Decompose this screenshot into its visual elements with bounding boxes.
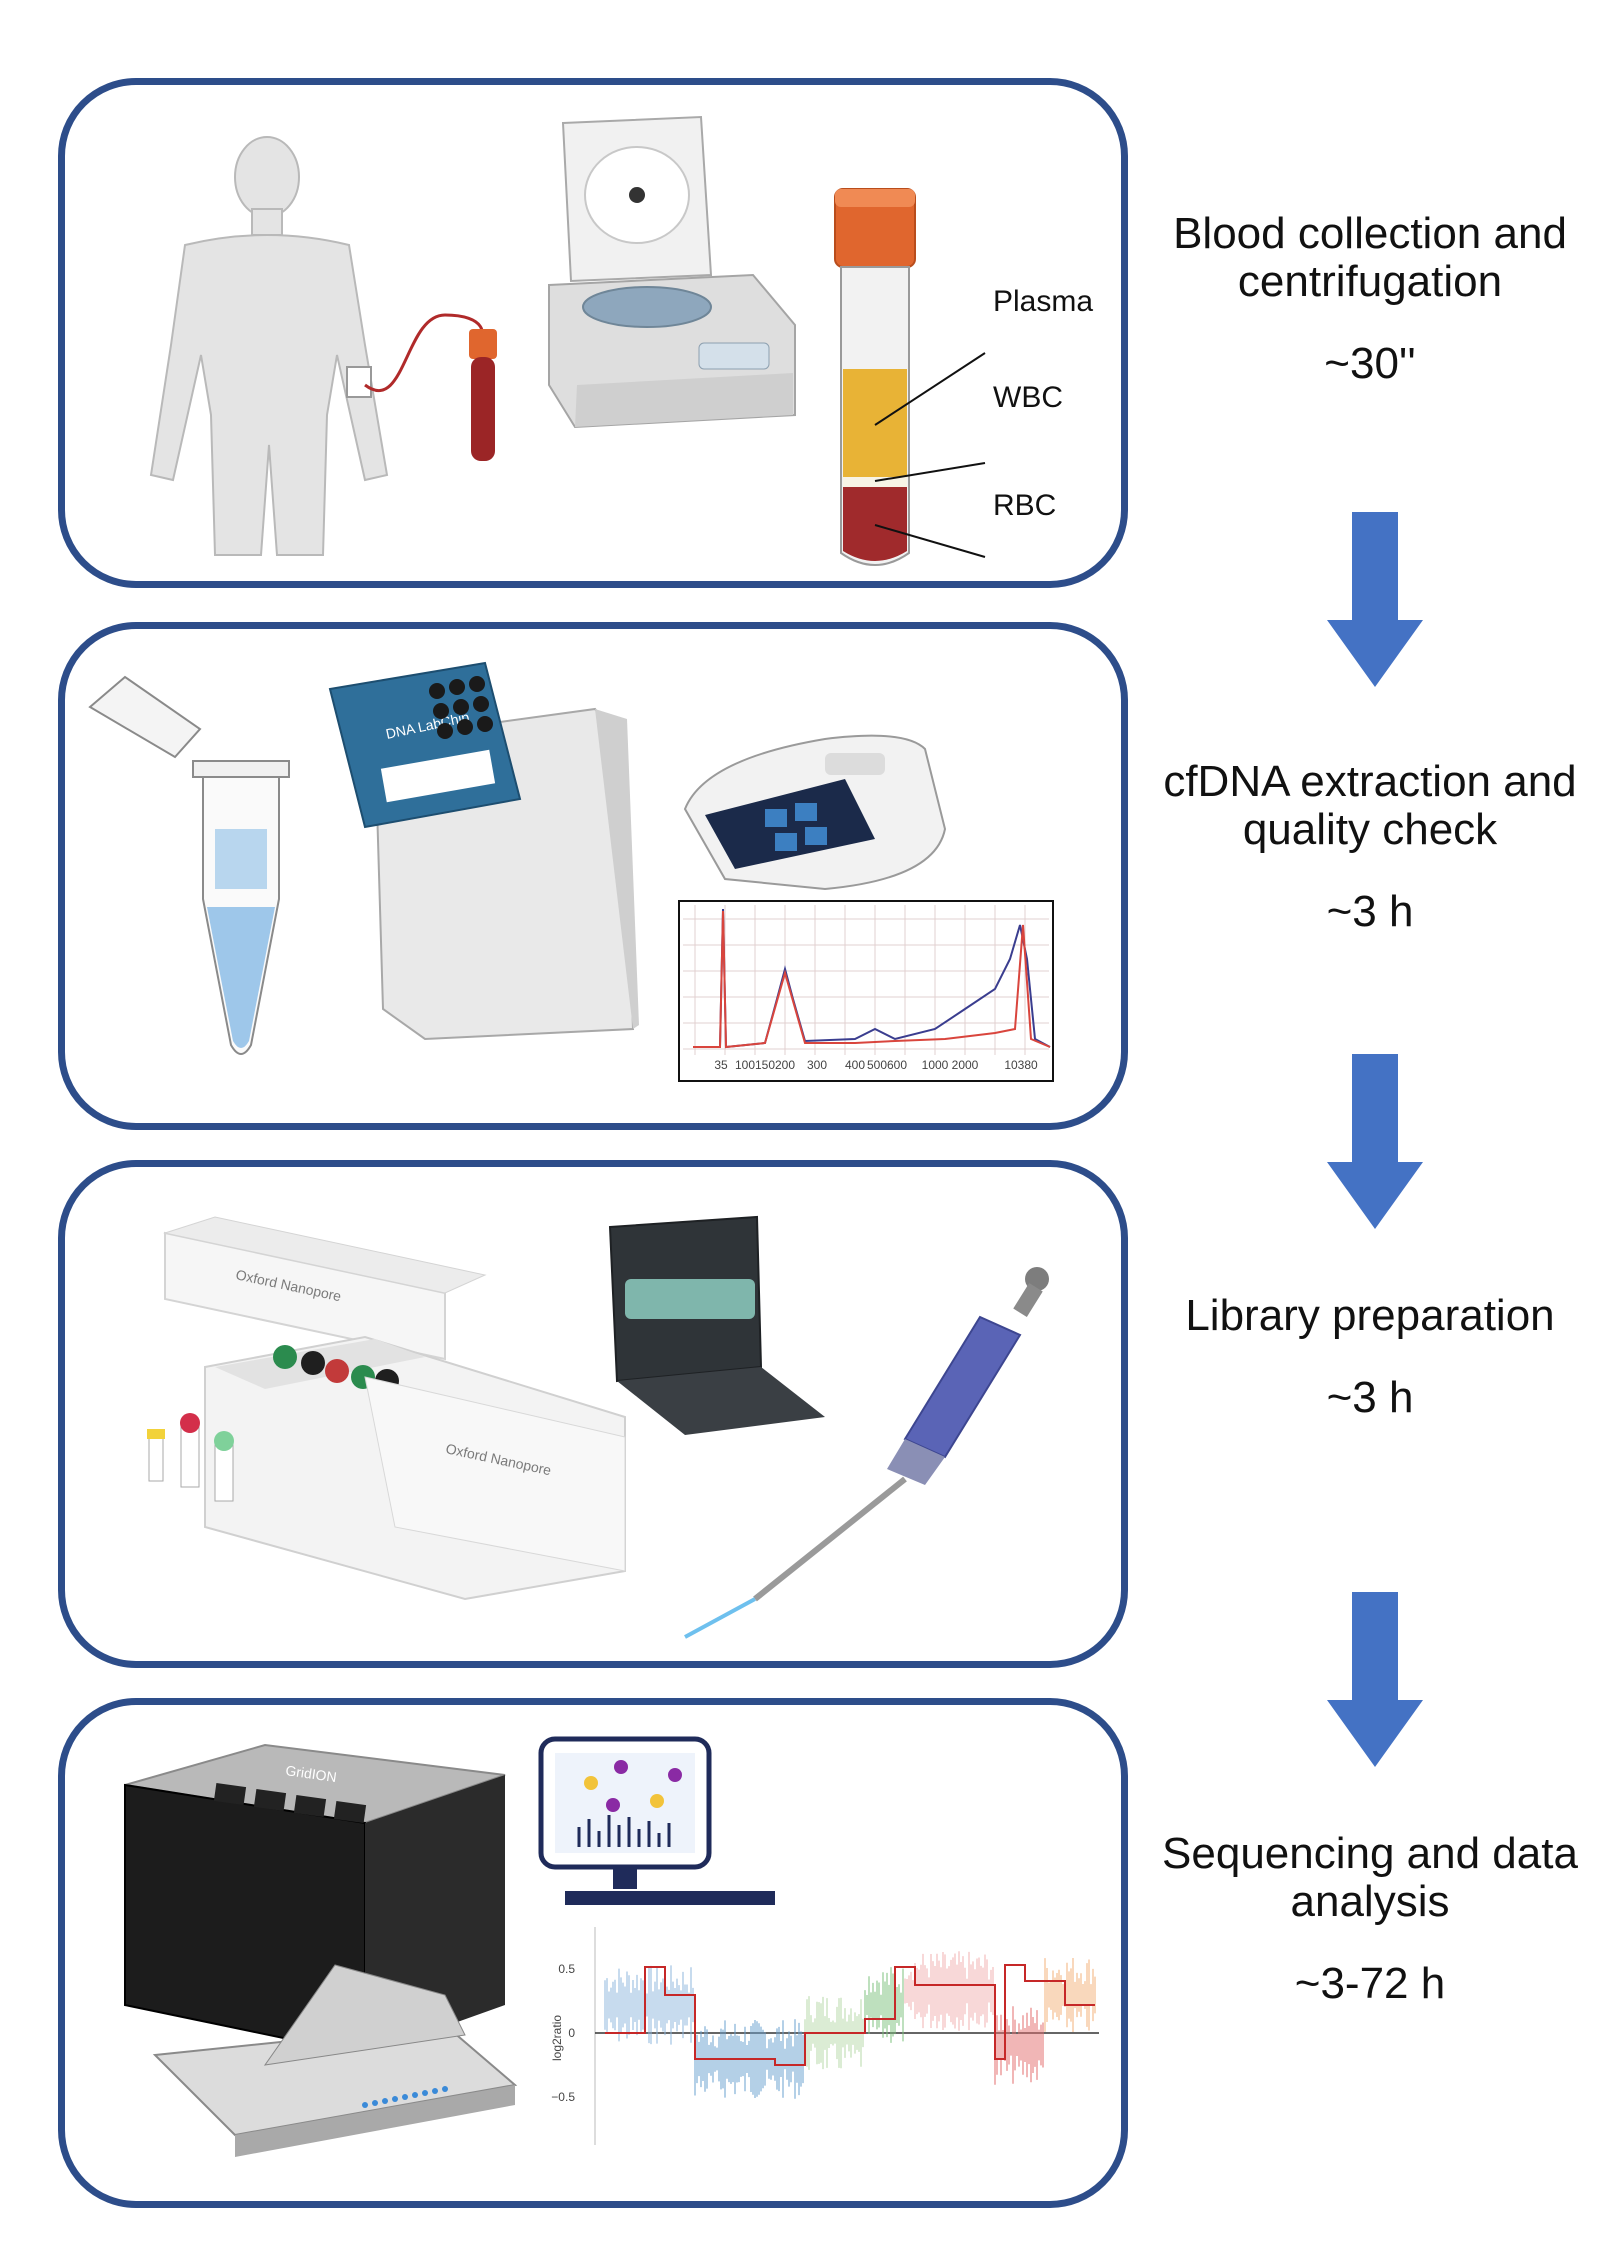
kit-box-icon: Oxford Nanopore Oxford Nanopore xyxy=(147,1216,626,1601)
wbc-label: WBC xyxy=(993,381,1063,414)
electropherogram-tick-label: 300 xyxy=(807,1058,827,1072)
monitor-icon xyxy=(538,1736,775,1905)
down-arrow-icon xyxy=(1327,1592,1423,1767)
cnv-ylabel: log2ratio xyxy=(550,2015,564,2061)
plasma-label: Plasma xyxy=(993,285,1093,318)
electropherogram-grid xyxy=(683,905,1049,1055)
step-1-title: Blood collection and centrifugation xyxy=(1173,209,1567,306)
step-4-title: Sequencing and data analysis xyxy=(1162,1829,1578,1926)
step-1-duration: ~30'' xyxy=(1324,339,1416,388)
cnv-segments xyxy=(605,1964,1095,2066)
step-3-text: Library preparation ~3 h xyxy=(1160,1292,1580,1422)
blood-tube-small-icon xyxy=(469,329,497,461)
pipette-icon xyxy=(684,1267,1049,1639)
human-figure-icon xyxy=(149,136,389,556)
electropherogram-tick-label: 100 xyxy=(735,1058,755,1072)
centrifuge-icon xyxy=(548,115,796,429)
step-2-duration: ~3 h xyxy=(1326,887,1414,936)
cnv-plot: 0.5 0 −0.5 log2ratio xyxy=(550,1927,1099,2145)
flow-cell-icon xyxy=(152,1964,518,2157)
bioanalyzer-icon: DNA LabChip xyxy=(328,661,639,1041)
microcentrifuge-tube-icon xyxy=(88,675,290,1055)
electropherogram-tick-label: 400 xyxy=(845,1058,865,1072)
electropherogram-tick-label: 2000 xyxy=(952,1058,979,1072)
step-3-title: Library preparation xyxy=(1185,1291,1555,1340)
electropherogram-tick-label: 150 xyxy=(755,1058,775,1072)
electropherogram-trace-red xyxy=(693,910,1051,1049)
panel-blood-collection: Plasma WBC RBC xyxy=(58,78,1128,588)
blood-tube-large-icon: Plasma WBC RBC xyxy=(834,188,1093,566)
step-4-text: Sequencing and data analysis ~3-72 h xyxy=(1160,1830,1580,2008)
cnv-noise xyxy=(604,1951,1096,2099)
electropherogram-tick-label: 600 xyxy=(887,1058,907,1072)
step-1-text: Blood collection and centrifugation ~30'… xyxy=(1160,210,1580,388)
step-4-duration: ~3-72 h xyxy=(1294,1959,1446,2008)
down-arrow-icon xyxy=(1327,512,1423,687)
electropherogram-tick-label: 200 xyxy=(775,1058,795,1072)
step-2-title: cfDNA extraction and quality check xyxy=(1163,757,1577,854)
electropherogram-tick-label: 35 xyxy=(714,1058,728,1072)
sequencing-illustration: GridION xyxy=(124,1736,1099,2157)
chip-wells xyxy=(429,676,493,739)
electropherogram-tick-label: 1000 xyxy=(922,1058,949,1072)
panel-library-preparation: Oxford Nanopore Oxford Nanopore xyxy=(58,1160,1128,1668)
dna-chip-icon xyxy=(328,661,522,829)
cnv-ytick-top: 0.5 xyxy=(558,1962,575,1976)
electropherogram-tick-label: 500 xyxy=(867,1058,887,1072)
cnv-ytick-bottom: −0.5 xyxy=(551,2090,575,2104)
library-preparation-illustration: Oxford Nanopore Oxford Nanopore xyxy=(147,1215,1049,1639)
magnetic-rack-icon xyxy=(608,1215,825,1435)
rbc-label: RBC xyxy=(993,489,1056,522)
spectrophotometer-icon xyxy=(683,734,947,891)
blood-collection-illustration: Plasma WBC RBC xyxy=(149,115,1093,566)
electropherogram-tick-label: 10380 xyxy=(1004,1058,1038,1072)
down-arrow-icon xyxy=(1327,1054,1423,1229)
panel-sequencing: GridION xyxy=(58,1698,1128,2208)
step-3-duration: ~3 h xyxy=(1326,1373,1414,1422)
step-2-text: cfDNA extraction and quality check ~3 h xyxy=(1160,758,1580,936)
catheter-icon xyxy=(346,366,372,398)
blood-line xyxy=(364,313,484,393)
sequencer-label: GridION xyxy=(285,1762,338,1785)
cnv-ytick-mid: 0 xyxy=(568,2026,575,2040)
